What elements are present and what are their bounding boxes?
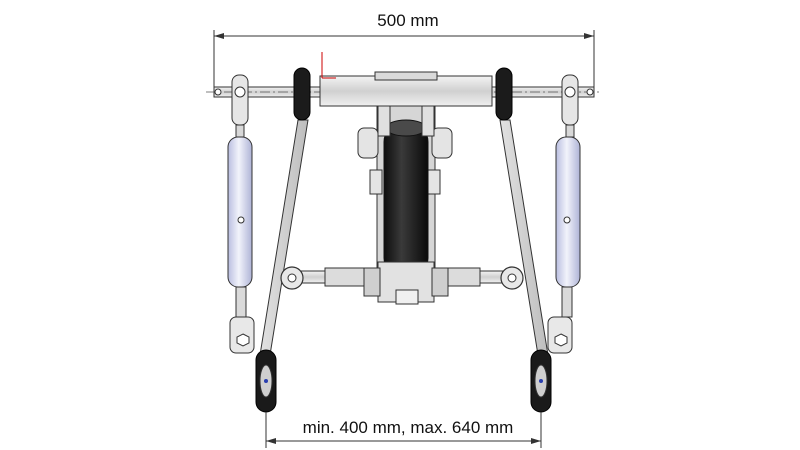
bottom-dimension: min. 400 mm, max. 640 mm bbox=[265, 412, 542, 448]
shaft-bracket-right bbox=[421, 105, 435, 137]
ball-joint-right-pin bbox=[539, 379, 543, 383]
shaft-roller-right bbox=[495, 67, 513, 121]
turnbuckle-left-body bbox=[227, 136, 253, 288]
turnbuckle-right-neck bbox=[565, 124, 575, 138]
cylinder-base-pin bbox=[395, 289, 419, 305]
top-arrow-left bbox=[214, 33, 224, 39]
turnbuckle-left bbox=[227, 74, 255, 354]
cylinder-ear-right bbox=[431, 127, 453, 159]
stabilizer-joint-left-hole bbox=[287, 273, 297, 283]
turnbuckle-left-nut-icon bbox=[236, 333, 250, 347]
shaft-rollers bbox=[293, 67, 513, 121]
cylinder-base-nut-left bbox=[363, 267, 381, 297]
turnbuckle-right-hole bbox=[563, 216, 571, 224]
shaft-housing bbox=[319, 75, 493, 107]
turnbuckle-right bbox=[547, 74, 581, 354]
bottom-dimension-label: min. 400 mm, max. 640 mm bbox=[303, 418, 514, 437]
cylinder-ear-left bbox=[357, 127, 379, 159]
shaft-end-right bbox=[586, 88, 594, 96]
hydraulic-cylinder bbox=[383, 123, 429, 277]
cylinder-cap bbox=[385, 119, 427, 137]
turnbuckle-right-eye-hole bbox=[564, 86, 576, 98]
turnbuckle-left-neck bbox=[235, 124, 245, 138]
ball-joint-left-pin bbox=[264, 379, 268, 383]
turnbuckle-left-eye bbox=[231, 74, 249, 126]
bottom-arrow-left bbox=[266, 438, 276, 444]
turnbuckle-right-rod bbox=[561, 286, 573, 318]
top-dimension-label: 500 mm bbox=[377, 11, 438, 30]
hydraulic-cylinder-assembly bbox=[357, 99, 453, 305]
cylinder-side-lug-left bbox=[369, 169, 383, 195]
turnbuckle-left-rod bbox=[235, 286, 247, 318]
top-cross-shaft bbox=[206, 52, 600, 137]
bottom-arrow-right bbox=[531, 438, 541, 444]
shaft-end-left bbox=[214, 88, 222, 96]
turnbuckle-right-body bbox=[555, 136, 581, 288]
turnbuckle-right-eye bbox=[561, 74, 579, 126]
cylinder-base-nut-right bbox=[431, 267, 449, 297]
top-arrow-right bbox=[584, 33, 594, 39]
turnbuckle-left-eye-hole bbox=[234, 86, 246, 98]
lower-link-left bbox=[259, 119, 309, 356]
stabilizer-joint-right-hole bbox=[507, 273, 517, 283]
shaft-housing-top bbox=[374, 71, 438, 81]
turnbuckle-left-hole bbox=[237, 216, 245, 224]
shaft-roller-left bbox=[293, 67, 311, 121]
cylinder-side-lug-right bbox=[427, 169, 441, 195]
shaft-bracket-left bbox=[377, 105, 391, 137]
turnbuckle-right-nut-icon bbox=[554, 333, 568, 347]
bottom-ball-joints bbox=[255, 349, 552, 413]
top-dimension: 500 mm bbox=[213, 11, 595, 90]
lower-link-right bbox=[499, 119, 549, 356]
